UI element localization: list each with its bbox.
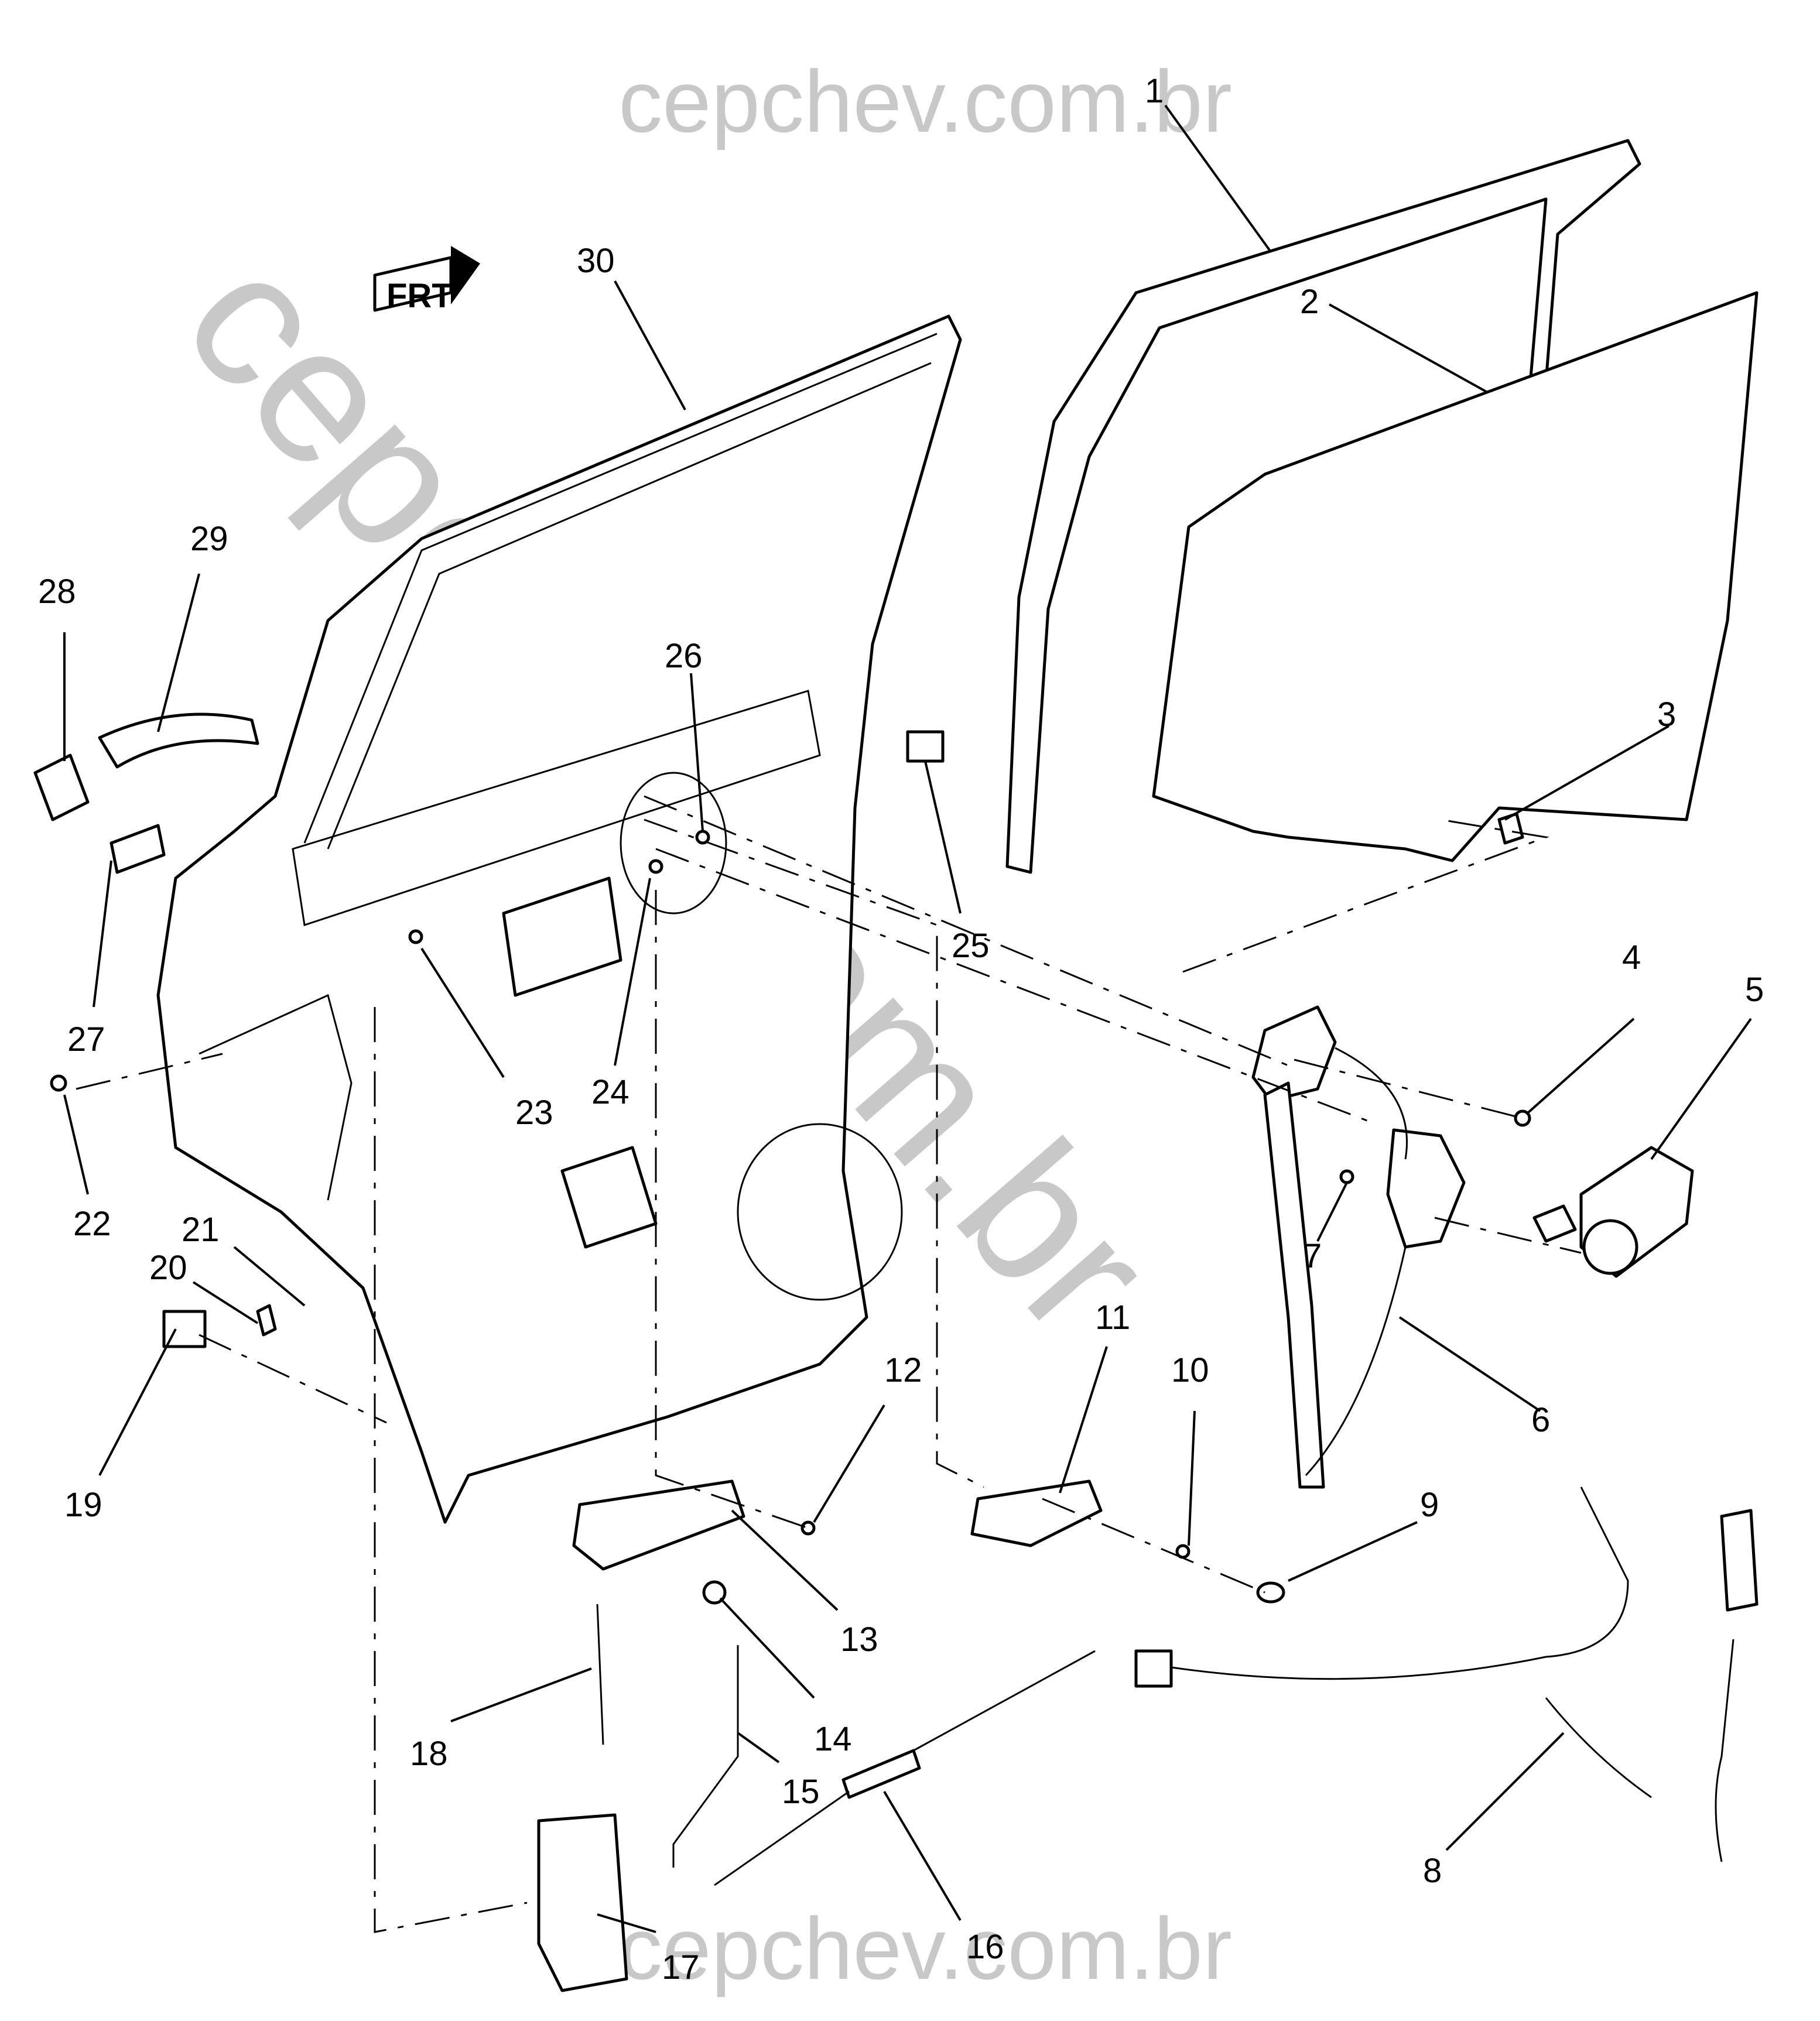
callout-18: 18 [410, 1735, 448, 1773]
door-frame [156, 314, 962, 1524]
callout-4: 4 [1622, 938, 1641, 977]
callout-27: 27 [67, 1020, 105, 1059]
callout-13: 13 [840, 1621, 878, 1659]
callout-23: 23 [515, 1094, 553, 1132]
callout-26: 26 [665, 637, 703, 675]
wiring-harness [1134, 1486, 1759, 1862]
outside-handle [33, 713, 259, 874]
callout-24: 24 [591, 1073, 630, 1111]
callout-5: 5 [1745, 971, 1764, 1009]
callout-11: 11 [1095, 1299, 1130, 1337]
watermark-bottom: cepchev.com.br [618, 1899, 1232, 1998]
glass-clip [1497, 812, 1524, 845]
front-indicator-label: FRT [386, 277, 453, 315]
inside-handle [970, 1479, 1103, 1547]
callout-labels: 1 2 3 4 5 6 7 8 9 10 11 12 13 14 15 16 1… [38, 72, 1764, 1986]
callout-17: 17 [662, 1948, 700, 1986]
callout-8: 8 [1423, 1852, 1442, 1890]
callout-2: 2 [1300, 283, 1319, 321]
window-motor [1532, 1146, 1694, 1278]
window-glass [1152, 291, 1759, 862]
leader-lines [63, 104, 1752, 1933]
watermark-top: cepchev.com.br [618, 52, 1232, 150]
callout-21: 21 [182, 1211, 220, 1249]
window-regulator [1251, 1005, 1466, 1489]
callout-14: 14 [814, 1720, 852, 1758]
callout-22: 22 [73, 1205, 111, 1243]
callout-15: 15 [782, 1773, 820, 1811]
callout-12: 12 [884, 1351, 922, 1389]
fasteners [50, 730, 1531, 1605]
callout-6: 6 [1531, 1401, 1550, 1439]
callout-30: 30 [577, 242, 615, 280]
alignment-lines [76, 795, 1582, 1933]
callout-1: 1 [1145, 72, 1164, 110]
callout-25: 25 [952, 927, 990, 965]
rods-and-cables [596, 1604, 1096, 1886]
front-indicator-icon: FRT [373, 246, 480, 315]
callout-7: 7 [1303, 1237, 1322, 1275]
callout-9: 9 [1420, 1486, 1439, 1524]
callout-10: 10 [1171, 1351, 1209, 1389]
callout-20: 20 [149, 1249, 187, 1287]
door-latch [537, 1813, 628, 1992]
handle-bracket [572, 1479, 745, 1571]
callout-19: 19 [64, 1486, 102, 1524]
callout-29: 29 [190, 520, 228, 558]
callout-28: 28 [38, 573, 76, 611]
callout-3: 3 [1657, 696, 1676, 734]
callout-16: 16 [966, 1928, 1004, 1966]
